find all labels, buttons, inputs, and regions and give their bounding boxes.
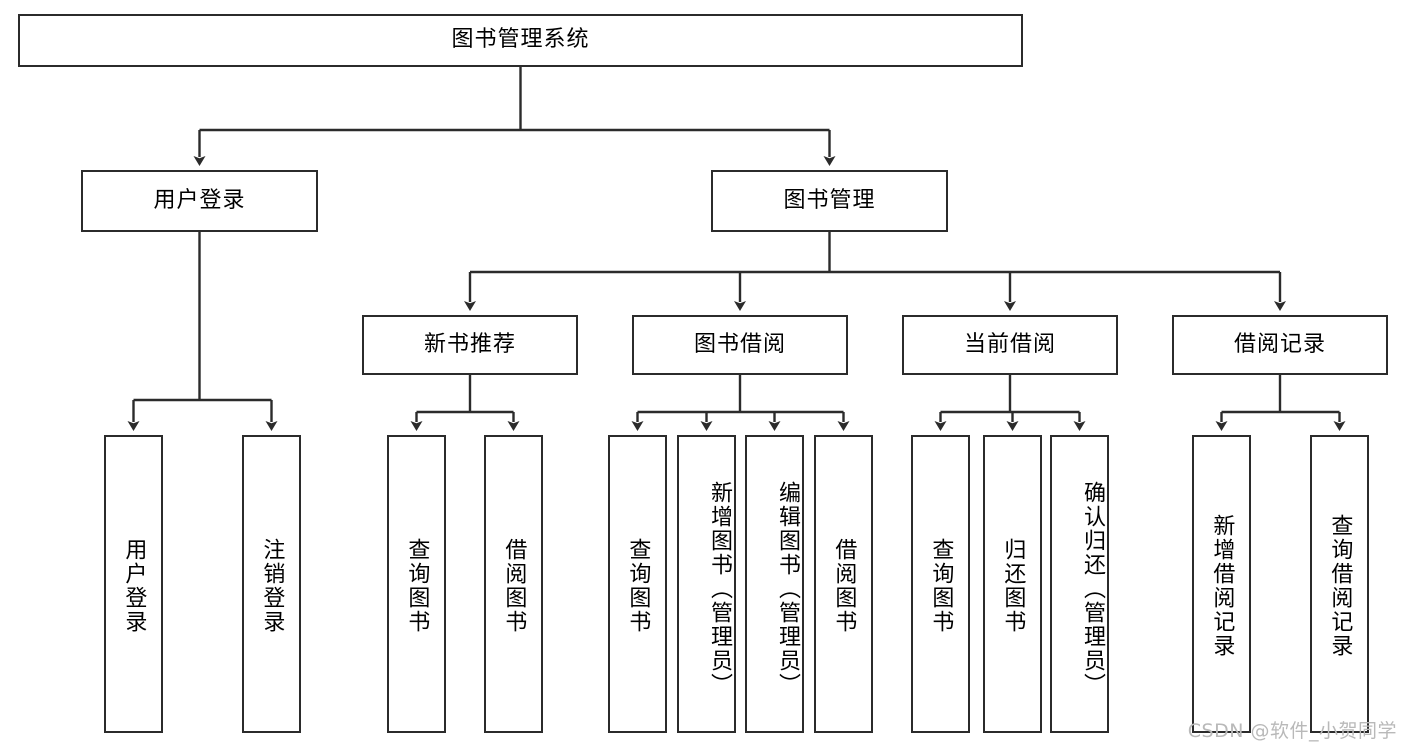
level3-node-3: 借阅记录 <box>1172 315 1388 375</box>
node-text-wrap: 新增借阅记录 <box>1194 441 1249 731</box>
node-label: 查询图书 <box>625 538 651 634</box>
leaf-node-3: 借阅图书 <box>484 435 543 733</box>
level3-node-0: 新书推荐 <box>362 315 578 375</box>
node-label: 当前借阅 <box>963 331 1056 357</box>
node-text-wrap: 借阅图书 <box>486 441 541 731</box>
level3-node-2: 当前借阅 <box>902 315 1118 375</box>
leaf-node-5: 新增图书（管理员） <box>677 435 736 733</box>
node-label: 编辑图书（管理员） <box>775 481 800 697</box>
level2-node-1: 图书管理 <box>711 170 948 232</box>
node-text-wrap: 归还图书 <box>985 441 1040 731</box>
node-label: 用户登录 <box>153 187 246 213</box>
node-label: 新书推荐 <box>423 331 516 357</box>
level2-node-0: 用户登录 <box>81 170 318 232</box>
node-text-wrap: 查询图书 <box>610 441 665 731</box>
node-label: 新增图书（管理员） <box>707 481 732 697</box>
node-text-wrap: 注销登录 <box>244 441 299 731</box>
node-text-wrap: 查询图书 <box>389 441 444 731</box>
node-text-wrap: 查询图书 <box>913 441 968 731</box>
leaf-node-10: 确认归还（管理员） <box>1050 435 1109 733</box>
node-text-wrap: 查询借阅记录 <box>1312 441 1367 731</box>
node-text-wrap: 确认归还（管理员） <box>1052 441 1107 731</box>
node-label: 归还图书 <box>1000 538 1026 634</box>
leaf-node-6: 编辑图书（管理员） <box>745 435 804 733</box>
leaf-node-2: 查询图书 <box>387 435 446 733</box>
node-label: 注销登录 <box>259 538 285 634</box>
node-label: 查询图书 <box>404 538 430 634</box>
node-label: 查询借阅记录 <box>1327 514 1353 658</box>
root-node-0: 图书管理系统 <box>18 14 1023 67</box>
node-label: 借阅记录 <box>1233 331 1326 357</box>
node-label: 查询图书 <box>928 538 954 634</box>
leaf-node-4: 查询图书 <box>608 435 667 733</box>
node-text-wrap: 借阅图书 <box>816 441 871 731</box>
level3-node-1: 图书借阅 <box>632 315 848 375</box>
node-label: 用户登录 <box>121 538 147 634</box>
node-label: 确认归还（管理员） <box>1080 481 1105 697</box>
node-label: 借阅图书 <box>501 538 527 634</box>
node-label: 借阅图书 <box>831 538 857 634</box>
leaf-node-12: 查询借阅记录 <box>1310 435 1369 733</box>
node-text-wrap: 用户登录 <box>106 441 161 731</box>
node-label: 图书管理系统 <box>451 27 590 53</box>
node-label: 图书管理 <box>783 187 876 213</box>
node-label: 图书借阅 <box>693 331 786 357</box>
leaf-node-11: 新增借阅记录 <box>1192 435 1251 733</box>
node-text-wrap: 编辑图书（管理员） <box>747 441 802 731</box>
node-label: 新增借阅记录 <box>1209 514 1235 658</box>
leaf-node-8: 查询图书 <box>911 435 970 733</box>
leaf-node-0: 用户登录 <box>104 435 163 733</box>
csdn-watermark: CSDN @软件_小贺同学 <box>1187 720 1397 742</box>
node-text-wrap: 新增图书（管理员） <box>679 441 734 731</box>
leaf-node-7: 借阅图书 <box>814 435 873 733</box>
leaf-node-9: 归还图书 <box>983 435 1042 733</box>
leaf-node-1: 注销登录 <box>242 435 301 733</box>
